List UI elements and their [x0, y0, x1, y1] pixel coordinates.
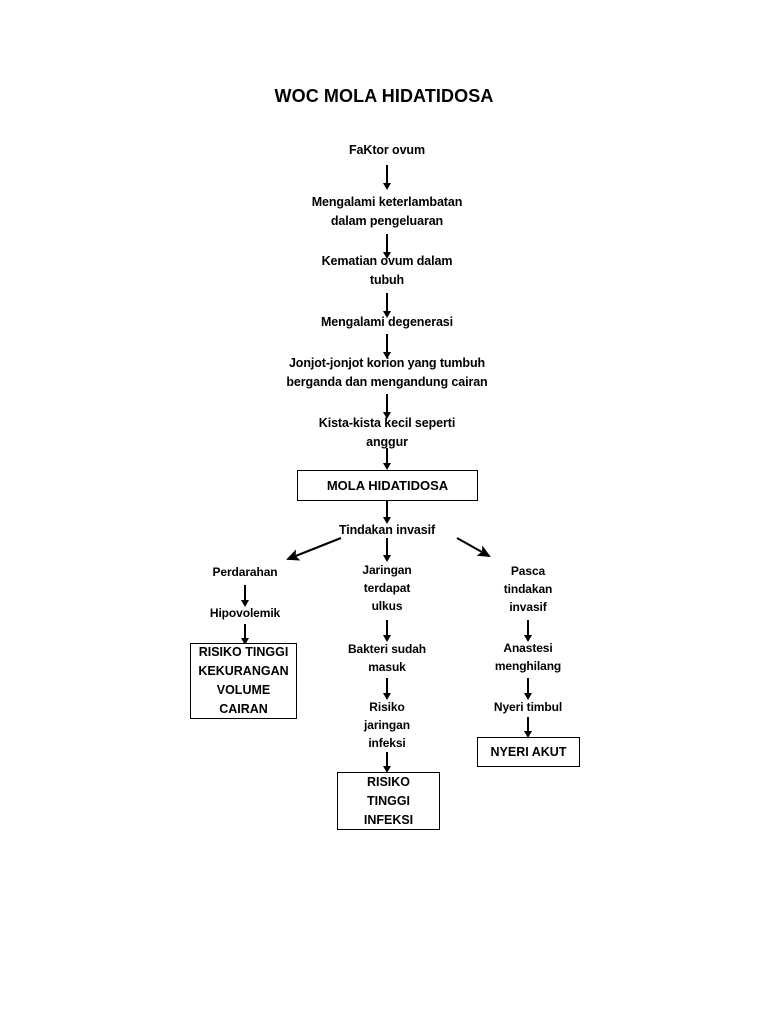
arrow-kematian-to-degenerasi [380, 293, 394, 318]
arrow-faktor-to-keterlambatan [380, 165, 394, 190]
node-anastesi-menghilang: Anastesi menghilang [494, 641, 562, 673]
node-nyeri-timbul: Nyeri timbul [493, 700, 563, 714]
node-jonjot-jonjot-korion: Jonjot-jonjot korion yang tumbuh bergand… [286, 356, 488, 389]
node-tindakan-invasif: Tindakan invasif [338, 523, 436, 537]
node-mengalami-keterlambatan: Mengalami keterlambatan dalam pengeluara… [311, 195, 463, 228]
arrow-tindakan-to-jaringan [380, 538, 394, 562]
arrow-jonjot-to-kista [380, 394, 394, 419]
box-mola-hidatidosa: MOLA HIDATIDOSA [297, 470, 478, 501]
node-hipovolemik: Hipovolemik [209, 606, 281, 620]
node-faktor-ovum: FaKtor ovum [349, 143, 425, 157]
arrow-jaringan-to-bakteri [380, 620, 394, 642]
arrow-kista-to-mola [380, 448, 394, 470]
node-kista-kista-kecil: Kista-kista kecil seperti anggur [318, 416, 456, 449]
arrow-bakteri-to-risiko-jaringan [380, 678, 394, 700]
node-jaringan-terdapat-ulkus: Jaringan terdapat ulkus [362, 563, 412, 613]
arrow-pasca-to-anastesi [521, 620, 535, 642]
box-nyeri-akut: NYERI AKUT [477, 737, 580, 767]
node-bakteri-sudah-masuk: Bakteri sudah masuk [347, 642, 427, 674]
arrow-mola-to-tindakan [380, 501, 394, 524]
arrow-risiko-jaringan-to-box [380, 752, 394, 773]
box-risiko-tinggi-kekurangan-volume-cairan: RISIKO TINGGI KEKURANGAN VOLUME CAIRAN [190, 643, 297, 719]
page-title: WOC MOLA HIDATIDOSA [274, 86, 494, 106]
box-risiko-tinggi-infeksi: RISIKO TINGGI INFEKSI [337, 772, 440, 830]
arrow-anastesi-to-nyeri-timbul [521, 678, 535, 700]
node-risiko-jaringan-infeksi: Risiko jaringan infeksi [364, 700, 410, 750]
arrow-hipovolemik-to-box [238, 624, 252, 645]
arrow-perdarahan-to-hipovolemik [238, 585, 252, 607]
node-pasca-tindakan-invasif: Pasca tindakan invasif [503, 564, 553, 614]
node-perdarahan: Perdarahan [212, 565, 278, 579]
arrow-keterlambatan-to-kematian [380, 234, 394, 259]
arrow-degenerasi-to-jonjot [380, 334, 394, 359]
node-kematian-ovum: Kematian ovum dalam tubuh [321, 254, 453, 287]
arrow-nyeri-timbul-to-box [521, 717, 535, 738]
node-mengalami-degenerasi: Mengalami degenerasi [320, 315, 454, 329]
